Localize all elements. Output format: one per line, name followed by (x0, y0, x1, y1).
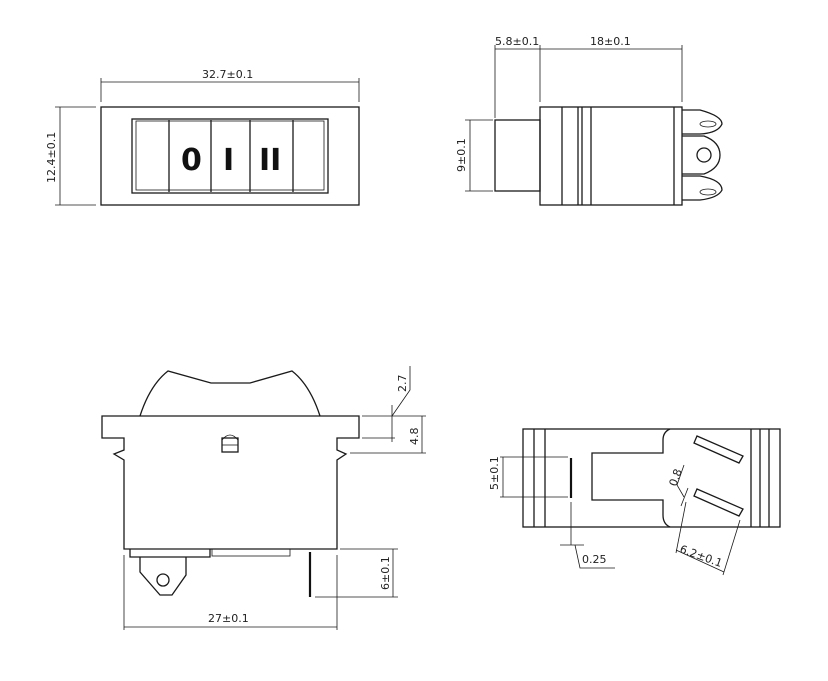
bottom-width-dim: 27±0.1 (208, 612, 249, 625)
terminal-length-dim: 6±0.1 (379, 556, 392, 590)
flange-thickness-dim: 2.7 (396, 375, 409, 393)
terminal-spacing-dim: 6.2±0.1 (678, 543, 724, 570)
flange-height-dim: 4.8 (408, 428, 421, 446)
gap-dim: 0.25 (582, 553, 607, 566)
front-view: 0 I II 32.7±0.1 12.4±0.1 (45, 68, 360, 206)
slot-width-dim: 5±0.1 (488, 456, 501, 490)
symbol-two: II (259, 143, 281, 178)
front-width-dim: 32.7±0.1 (202, 68, 253, 81)
body-depth-dim: 18±0.1 (590, 35, 631, 48)
side-view: 5.8±0.1 18±0.1 9±0.1 (455, 35, 723, 206)
button-depth-dim: 5.8±0.1 (495, 35, 539, 48)
rear-view: 5±0.1 0.25 0.8 6.2±0.1 (488, 428, 781, 576)
terminal-thickness-dim: 0.8 (667, 467, 685, 488)
symbol-one: I (223, 143, 234, 178)
bottom-view: 27±0.1 6±0.1 4.8 2.7 (101, 366, 426, 630)
symbol-off: 0 (181, 143, 202, 178)
front-height-dim: 12.4±0.1 (45, 132, 58, 183)
side-height-dim: 9±0.1 (455, 138, 468, 172)
